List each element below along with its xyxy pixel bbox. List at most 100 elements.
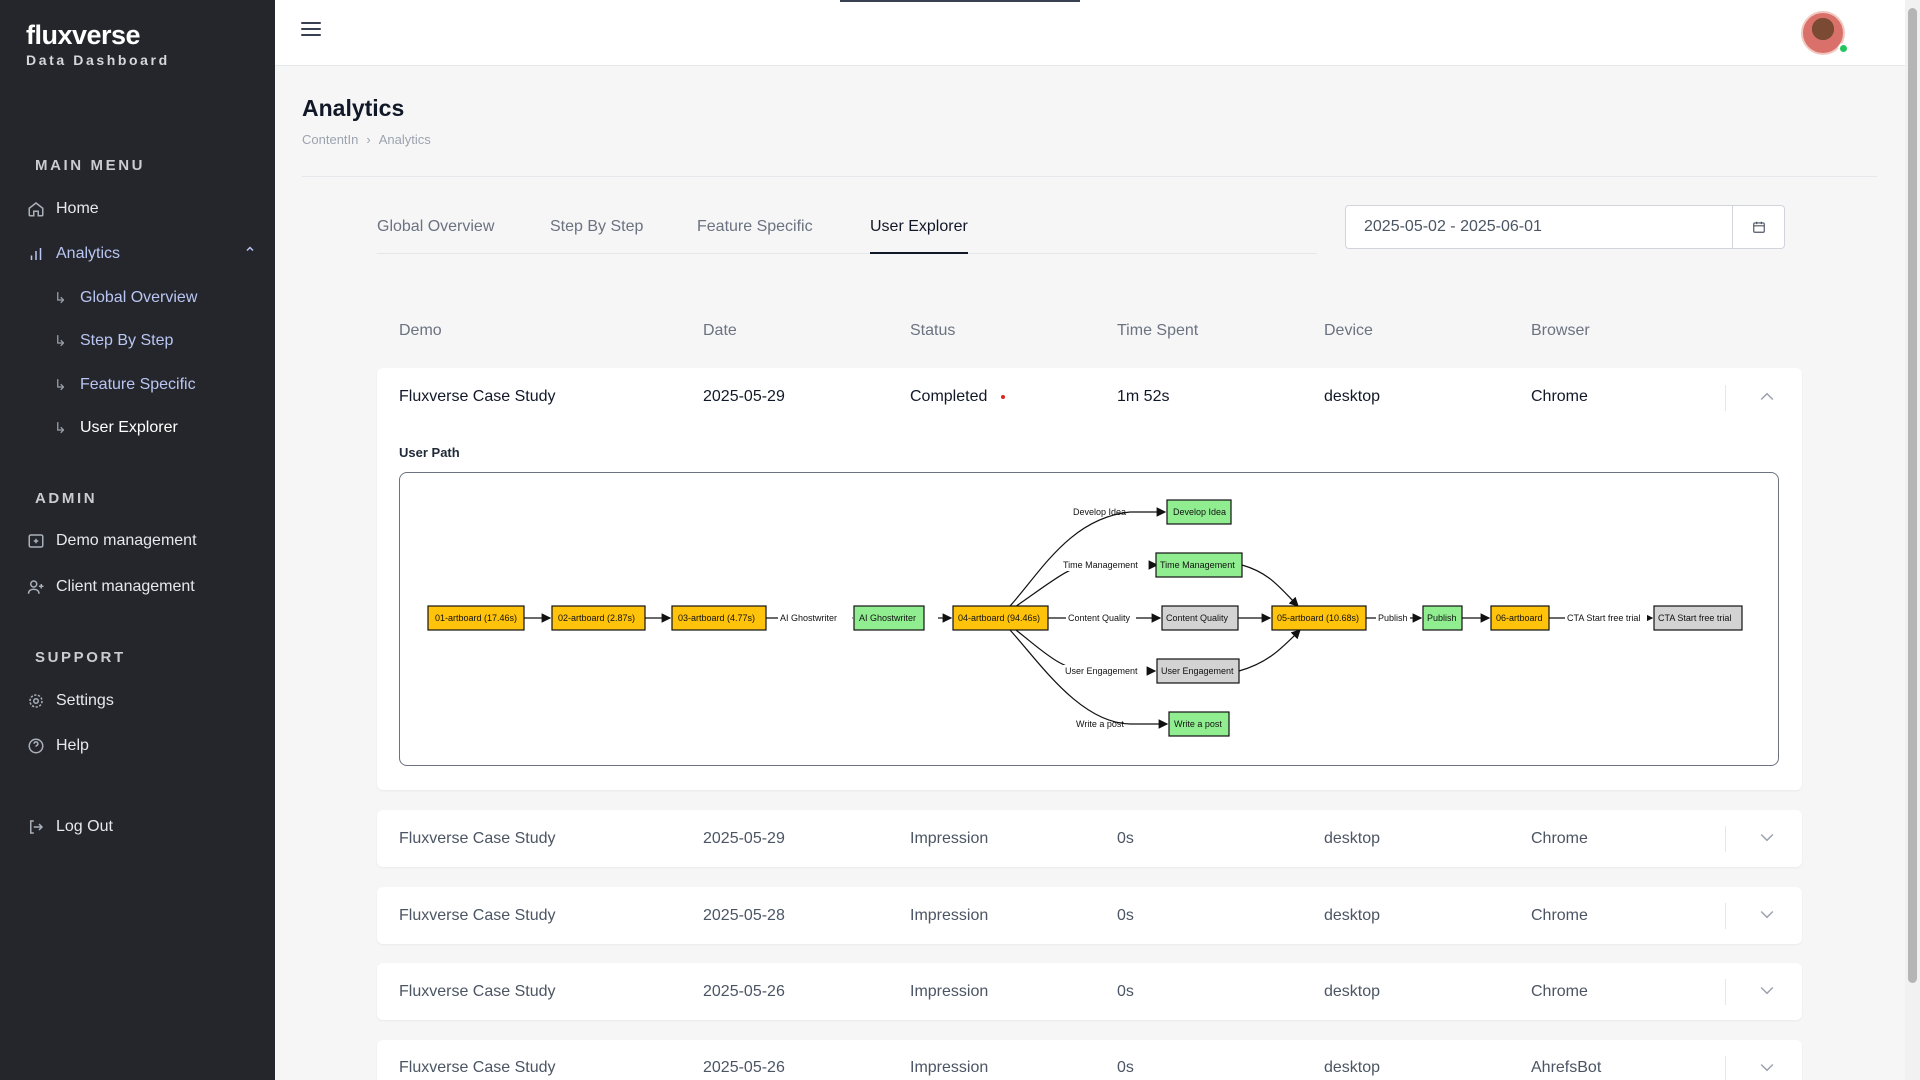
- sidebar-item-label: Analytics: [56, 245, 121, 262]
- node-artboard-04: 04-artboard (94.46s): [958, 613, 1040, 623]
- scrollbar-thumb[interactable]: [1908, 8, 1917, 983]
- cell-demo: Fluxverse Case Study: [399, 907, 556, 924]
- breadcrumb: ContentIn › Analytics: [302, 132, 431, 147]
- sidebar-item-home[interactable]: Home: [26, 194, 256, 224]
- calendar-button[interactable]: [1732, 206, 1784, 248]
- sidebar-item-user-explorer[interactable]: ↳ User Explorer: [54, 415, 178, 441]
- sidebar-item-label: Home: [56, 200, 99, 217]
- table-row[interactable]: Fluxverse Case Study 2025-05-26 Impressi…: [377, 963, 1802, 1020]
- column-header-date: Date: [703, 322, 737, 339]
- node-artboard-01: 01-artboard (17.46s): [435, 613, 517, 623]
- breadcrumb-item: Analytics: [378, 132, 431, 147]
- help-icon: [26, 736, 46, 756]
- row-separator: [1725, 1056, 1726, 1080]
- cell-browser: Chrome: [1531, 388, 1588, 405]
- column-header-status: Status: [910, 322, 956, 339]
- brand-logo[interactable]: fluxverse Data Dashboard: [26, 20, 170, 68]
- sidebar-item-step-by-step[interactable]: ↳ Step By Step: [54, 328, 173, 354]
- node-artboard-05: 05-artboard (10.68s): [1277, 613, 1359, 623]
- sidebar: fluxverse Data Dashboard MAIN MENU Home …: [0, 0, 275, 1080]
- menu-icon[interactable]: [301, 22, 321, 40]
- cell-browser: AhrefsBot: [1531, 1059, 1602, 1076]
- calendar-icon: [1752, 221, 1765, 233]
- support-title: SUPPORT: [35, 649, 126, 666]
- cell-date: 2025-05-29: [703, 830, 785, 847]
- sidebar-item-label: Demo management: [56, 532, 197, 549]
- sidebar-item-label: User Explorer: [80, 419, 178, 436]
- bar-chart-icon: [26, 244, 46, 264]
- cell-device: desktop: [1324, 983, 1381, 1000]
- edge-label-develop-idea: Develop Idea: [1073, 507, 1126, 517]
- column-header-browser: Browser: [1531, 322, 1590, 339]
- tab-bar: Global Overview Step By Step Feature Spe…: [377, 210, 1317, 254]
- header-divider: [302, 176, 1877, 177]
- node-time-management: Time Management: [1160, 560, 1235, 570]
- folder-plus-icon: [26, 531, 46, 551]
- cell-demo: Fluxverse Case Study: [399, 830, 556, 847]
- node-cta-start-free-trial: CTA Start free trial: [1658, 613, 1731, 623]
- node-develop-idea: Develop Idea: [1173, 507, 1226, 517]
- cell-date: 2025-05-28: [703, 907, 785, 924]
- main-menu-title: MAIN MENU: [35, 157, 146, 174]
- table-row-expanded[interactable]: Fluxverse Case Study 2025-05-29 Complete…: [377, 368, 1802, 790]
- chevron-down-icon[interactable]: [1757, 827, 1779, 849]
- sidebar-item-global-overview[interactable]: ↳ Global Overview: [54, 285, 197, 311]
- chevron-down-icon[interactable]: [1757, 980, 1779, 1002]
- node-content-quality: Content Quality: [1166, 613, 1229, 623]
- row-separator: [1725, 979, 1726, 1005]
- table-row[interactable]: Fluxverse Case Study 2025-05-26 Impressi…: [377, 1040, 1802, 1080]
- column-header-demo: Demo: [399, 322, 442, 339]
- sub-arrow-icon: ↳: [54, 420, 67, 437]
- sidebar-item-feature-specific[interactable]: ↳ Feature Specific: [54, 372, 196, 398]
- tab-feature-specific[interactable]: Feature Specific: [697, 218, 813, 235]
- sidebar-item-demo-management[interactable]: Demo management: [26, 526, 256, 556]
- row-separator: [1725, 826, 1726, 852]
- table-row[interactable]: Fluxverse Case Study 2025-05-29 Impressi…: [377, 810, 1802, 867]
- user-path-diagram: AI Ghostwriter Develop Idea Time Managem…: [399, 472, 1779, 766]
- cell-browser: Chrome: [1531, 830, 1588, 847]
- tab-user-explorer[interactable]: User Explorer: [870, 218, 968, 254]
- avatar[interactable]: [1801, 11, 1845, 55]
- page-title: Analytics: [302, 95, 405, 121]
- cell-status: Impression: [910, 830, 989, 847]
- sidebar-item-label: Log Out: [56, 818, 113, 835]
- chevron-down-icon[interactable]: [1757, 904, 1779, 926]
- top-divider: [840, 0, 1080, 2]
- edge-label-publish: Publish: [1378, 613, 1408, 623]
- sidebar-item-analytics[interactable]: Analytics: [26, 239, 256, 269]
- sidebar-item-label: Feature Specific: [80, 376, 196, 393]
- sidebar-item-settings[interactable]: Settings: [26, 686, 256, 716]
- date-range-picker[interactable]: 2025-05-02 - 2025-06-01: [1345, 205, 1785, 249]
- breadcrumb-item[interactable]: ContentIn: [302, 132, 359, 147]
- cell-time-spent: 0s: [1117, 830, 1134, 847]
- edge-label-write-post: Write a post: [1076, 719, 1124, 729]
- date-range-value[interactable]: 2025-05-02 - 2025-06-01: [1364, 218, 1542, 235]
- edge-label-content-quality: Content Quality: [1068, 613, 1131, 623]
- chevron-up-icon[interactable]: [244, 243, 256, 258]
- status-text: Completed: [910, 388, 988, 405]
- table-row[interactable]: Fluxverse Case Study 2025-05-28 Impressi…: [377, 887, 1802, 944]
- brand-subtitle: Data Dashboard: [26, 52, 170, 68]
- sub-arrow-icon: ↳: [54, 290, 67, 307]
- chevron-down-icon[interactable]: [1757, 1057, 1779, 1079]
- cell-device: desktop: [1324, 1059, 1381, 1076]
- sidebar-item-label: Step By Step: [80, 332, 174, 349]
- edge-label-ghostwriter: AI Ghostwriter: [780, 613, 837, 623]
- sidebar-item-client-management[interactable]: Client management: [26, 572, 256, 602]
- node-artboard-06: 06-artboard: [1496, 613, 1543, 623]
- cell-demo: Fluxverse Case Study: [399, 983, 556, 1000]
- user-path-label: User Path: [399, 445, 460, 460]
- chevron-right-icon: ›: [366, 132, 371, 147]
- tab-step-by-step[interactable]: Step By Step: [550, 218, 644, 235]
- sidebar-item-label: Client management: [56, 578, 195, 595]
- cell-date: 2025-05-26: [703, 983, 785, 1000]
- tab-global-overview[interactable]: Global Overview: [377, 218, 495, 235]
- sidebar-item-label: Settings: [56, 692, 114, 709]
- chevron-up-icon[interactable]: [1757, 387, 1779, 409]
- sub-arrow-icon: ↳: [54, 377, 67, 394]
- cell-device: desktop: [1324, 907, 1381, 924]
- cell-date: 2025-05-29: [703, 388, 785, 405]
- gear-icon: [26, 691, 46, 711]
- sidebar-item-help[interactable]: Help: [26, 731, 256, 761]
- sidebar-item-logout[interactable]: Log Out: [26, 812, 256, 842]
